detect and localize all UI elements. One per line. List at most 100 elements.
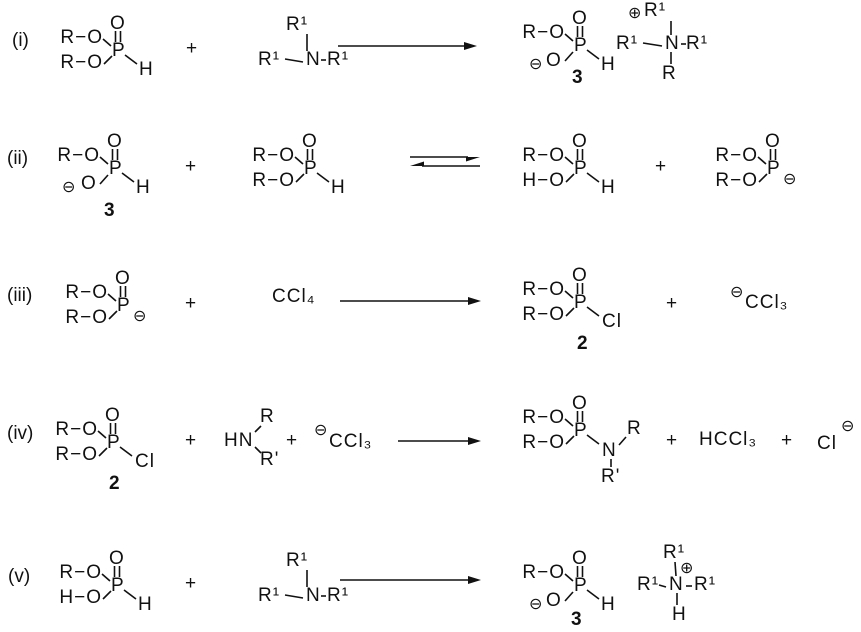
eq5-reactant1-ho-bottom: H−O <box>59 587 102 608</box>
eq2-product1-or-top: R−O <box>522 145 565 166</box>
eq5-reactant1-p-atom: P <box>111 575 125 596</box>
eq3-reactant1-or-top: R−O <box>65 282 108 303</box>
eq3-product1-bonds <box>564 283 600 317</box>
eq4-product1-p-atom: P <box>574 420 588 441</box>
eq1-product1-h: H <box>601 54 616 75</box>
eq4-ccl3-formula: CCl₃ <box>329 431 373 452</box>
eq2-reactant1-bonds <box>99 149 135 185</box>
eq3-product1-o-top: O <box>572 265 588 286</box>
eq3-product1-p-atom: P <box>574 292 588 313</box>
eq4-reactant1-or-top: R−O <box>55 419 98 440</box>
eq5-label: (v) <box>8 566 31 587</box>
eq5-ammonium-h-bottom: H <box>672 604 687 625</box>
eq4-chloride-formula: Cl <box>817 433 837 454</box>
eq5-ammonium-r-left: R¹ <box>637 574 660 595</box>
eq5-plus: + <box>185 573 198 594</box>
eq5-amine-r-top: R¹ <box>286 550 309 571</box>
minus-charge-icon: ⊖ <box>133 308 147 325</box>
eq2-product1-bonds <box>564 149 600 183</box>
eq2-product1-o-top: O <box>572 131 588 152</box>
eq1-reactant1-or-top: R−O <box>60 27 103 48</box>
eq5-amine-r-left: R¹ <box>258 585 281 606</box>
eq4-chloroform-formula: HCCl₃ <box>699 429 758 450</box>
eq4-amine-bonds <box>254 425 262 454</box>
eq2-reactant2-or-top: R−O <box>252 145 295 166</box>
eq3-ccl3-formula: CCl₃ <box>745 292 789 313</box>
eq2-plus-1: + <box>185 156 198 177</box>
eq5-product1-o-top: O <box>572 548 588 569</box>
eq2-reactant1-p-atom: P <box>109 158 123 179</box>
eq4-reactant1-p-atom: P <box>107 432 121 453</box>
eq4-amine-hn: HN <box>224 430 254 451</box>
eq1-amine-n-atom: N <box>306 49 321 70</box>
eq3-reactant1-o-top: O <box>115 268 131 289</box>
eq3-label: (iii) <box>7 285 33 306</box>
eq5-product1-bonds <box>564 566 600 602</box>
eq2-product1-p-atom: P <box>574 158 588 179</box>
eq1-ammonium-r-top: R¹ <box>644 0 667 21</box>
eq3-reactant1-or-bottom: R−O <box>65 307 108 328</box>
eq2-reactant2-or-bottom: R−O <box>252 170 295 191</box>
eq5-product1-o-bottom: O <box>546 590 562 611</box>
eq4-reactant1-o-top: O <box>105 405 121 426</box>
eq2-reactant2-h: H <box>331 177 346 198</box>
eq4-product1-o-top: O <box>572 393 588 414</box>
plus-charge-icon: ⊕ <box>628 5 642 22</box>
minus-charge-icon: ⊖ <box>62 179 76 196</box>
eq4-product1-r: R <box>627 418 642 439</box>
eq3-ccl4-formula: CCl₄ <box>272 286 316 307</box>
eq1-reactant1-o-top: O <box>110 13 126 34</box>
eq3-plus-1: + <box>185 293 198 314</box>
eq2-reactant1-o-bottom: O <box>81 173 97 194</box>
eq2-reactant1-o-top: O <box>107 131 123 152</box>
eq2-product2-or-top: R−O <box>715 145 758 166</box>
eq2-product1-h: H <box>601 177 616 198</box>
plus-charge-icon: ⊕ <box>680 560 694 577</box>
eq4-amine-r-prime: R' <box>260 449 280 470</box>
eq5-ammonium-r-right: R¹ <box>694 574 717 595</box>
eq2-product2-p-atom: P <box>767 158 781 179</box>
minus-charge-icon: ⊖ <box>841 418 855 435</box>
eq5-ammonium-n-atom: N <box>669 574 684 595</box>
eq1-label: (i) <box>12 30 29 51</box>
eq1-arrow <box>338 42 477 50</box>
eq2-reactant2-o-top: O <box>302 131 318 152</box>
eq2-reactant2-bonds <box>294 149 330 183</box>
eq1-ammonium-n-atom: N <box>665 33 680 54</box>
eq2-reactant1-number-label: 3 <box>104 200 116 221</box>
eq4-arrow <box>398 437 481 445</box>
eq1-plus: + <box>186 38 199 59</box>
eq1-ammonium-r-right: R¹ <box>686 33 709 54</box>
eq3-plus-2: + <box>666 293 679 314</box>
eq5-reactant1-h: H <box>138 594 153 615</box>
eq5-amine-bonds <box>284 570 326 599</box>
eq1-amine-r-right: R¹ <box>327 49 350 70</box>
eq4-plus-1: + <box>185 430 198 451</box>
eq5-arrow <box>340 576 481 584</box>
eq1-product1-o-top: O <box>572 8 588 29</box>
eq4-reactant1-or-bottom: R−O <box>55 444 98 465</box>
eq1-product1-o-bottom: O <box>546 50 562 71</box>
eq5-product1-p-atom: P <box>574 575 588 596</box>
eq1-ammonium-r-bottom: R <box>662 63 677 84</box>
eq4-product1-or-top: R−O <box>522 407 565 428</box>
eq1-reactant1-p-atom: P <box>112 40 126 61</box>
eq2-product2-bonds <box>757 149 777 183</box>
eq3-product1-or-top: R−O <box>522 279 565 300</box>
eq4-reactant1-cl: Cl <box>135 451 155 472</box>
eq2-reactant1-or-top: R−O <box>57 145 100 166</box>
eq1-product1-p-atom: P <box>574 35 588 56</box>
eq1-product1-or-top: R−O <box>522 22 565 43</box>
eq1-reactant1-or-bottom: R−O <box>60 52 103 73</box>
eq5-product1-h: H <box>601 594 616 615</box>
minus-charge-icon: ⊖ <box>783 171 797 188</box>
eq3-reactant1-bonds <box>107 286 127 320</box>
eq1-amine-r-top: R¹ <box>286 14 309 35</box>
eq4-product1-or-bottom: R−O <box>522 432 565 453</box>
eq2-product2-o-top: O <box>765 131 781 152</box>
minus-charge-icon: ⊖ <box>529 596 543 613</box>
minus-charge-icon: ⊖ <box>529 56 543 73</box>
eq5-amine-r-right: R¹ <box>327 585 350 606</box>
